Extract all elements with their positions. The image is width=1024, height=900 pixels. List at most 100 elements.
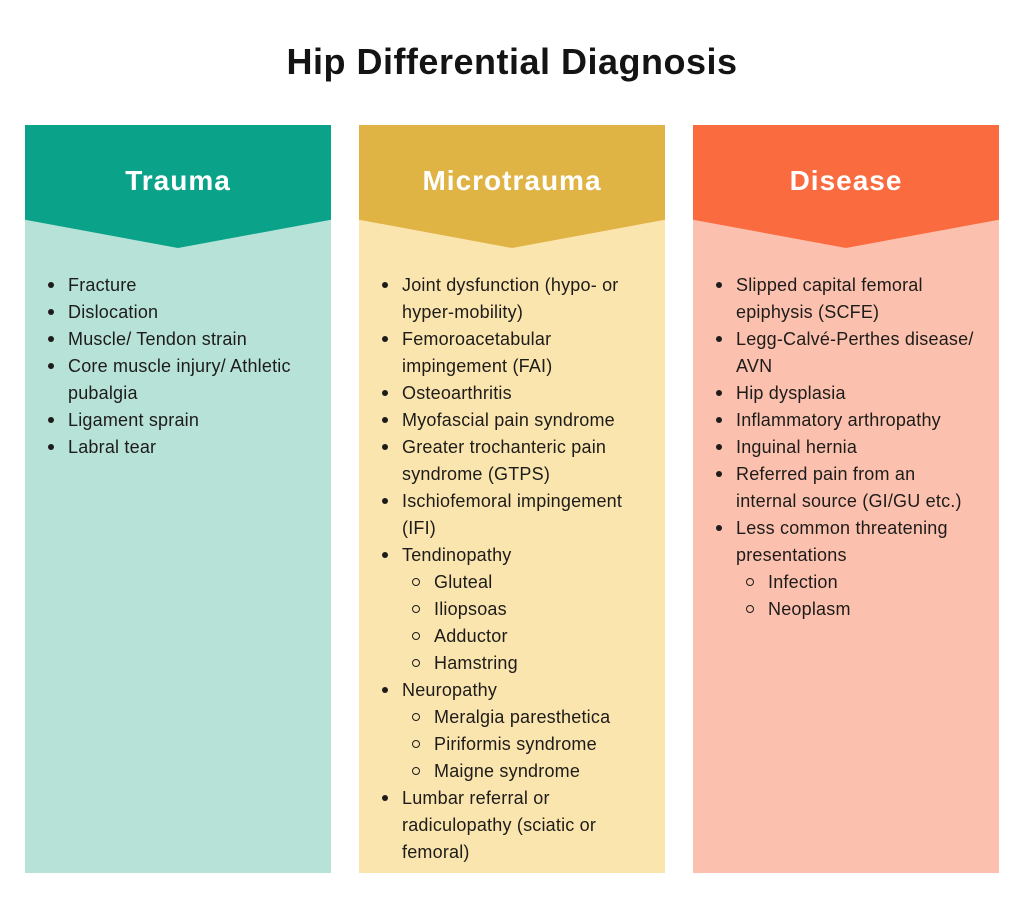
- circle-bullet-icon: [746, 605, 754, 613]
- list-item: Maigne syndrome: [379, 758, 643, 785]
- list-item: Inflammatory arthropathy: [713, 407, 977, 434]
- list-item-text: Muscle/ Tendon strain: [68, 329, 247, 349]
- list-item-text: Femoroacetabular impingement (FAI): [402, 329, 553, 376]
- bullet-icon: [382, 498, 388, 504]
- list-item: Referred pain from an internal source (G…: [713, 461, 977, 515]
- list-item-text: Tendinopathy: [402, 545, 512, 565]
- list-item: Ligament sprain: [45, 407, 309, 434]
- list-item: Less common threatening presentations: [713, 515, 977, 569]
- list-item-text: Gluteal: [434, 572, 493, 592]
- bullet-icon: [48, 417, 54, 423]
- circle-bullet-icon: [412, 767, 420, 775]
- list-item: Greater trochanteric pain syndrome (GTPS…: [379, 434, 643, 488]
- bullet-icon: [48, 336, 54, 342]
- list-item-text: Iliopsoas: [434, 599, 507, 619]
- circle-bullet-icon: [412, 659, 420, 667]
- list-item-text: Dislocation: [68, 302, 159, 322]
- bullet-icon: [716, 390, 722, 396]
- list-item: Osteoarthritis: [379, 380, 643, 407]
- list-item-text: Osteoarthritis: [402, 383, 512, 403]
- bullet-icon: [382, 282, 388, 288]
- list-item-text: Adductor: [434, 626, 508, 646]
- list-item-text: Infection: [768, 572, 838, 592]
- list-item-text: Ischiofemoral impingement (IFI): [402, 491, 623, 538]
- bullet-icon: [382, 795, 388, 801]
- list-item: Gluteal: [379, 569, 643, 596]
- bullet-icon: [716, 336, 722, 342]
- list-item: Labral tear: [45, 434, 309, 461]
- circle-bullet-icon: [412, 605, 420, 613]
- list-item: Femoroacetabular impingement (FAI): [379, 326, 643, 380]
- list-item: Adductor: [379, 623, 643, 650]
- list-item-text: Slipped capital femoral epiphysis (SCFE): [736, 275, 923, 322]
- list-item-text: Core muscle injury/ Athletic pubalgia: [68, 356, 291, 403]
- column-header: Trauma: [25, 125, 331, 248]
- list-item-text: Referred pain from an internal source (G…: [736, 464, 962, 511]
- list-item-text: Less common threatening presentations: [736, 518, 948, 565]
- list-item: Dislocation: [45, 299, 309, 326]
- list-item-text: Labral tear: [68, 437, 157, 457]
- circle-bullet-icon: [412, 632, 420, 640]
- list-item: Hamstring: [379, 650, 643, 677]
- list-item-text: Hamstring: [434, 653, 518, 673]
- column-header: Microtrauma: [359, 125, 665, 248]
- column-header-label: Trauma: [125, 164, 231, 196]
- column-header-label: Disease: [789, 164, 903, 196]
- bullet-icon: [382, 336, 388, 342]
- page-title: Hip Differential Diagnosis: [286, 41, 738, 82]
- list-item: Lumbar referral or radiculopathy (sciati…: [379, 785, 643, 866]
- disease-list: Slipped capital femoral epiphysis (SCFE)…: [713, 272, 977, 623]
- list-item: Fracture: [45, 272, 309, 299]
- bullet-icon: [716, 471, 722, 477]
- list-item-text: Ligament sprain: [68, 410, 200, 430]
- list-item: Neoplasm: [713, 596, 977, 623]
- column-header: Disease: [693, 125, 999, 248]
- list-item-text: Meralgia paresthetica: [434, 707, 611, 727]
- list-item-text: Joint dysfunction (hypo- or hyper-mobili…: [402, 275, 619, 322]
- list-item: Hip dysplasia: [713, 380, 977, 407]
- column-body: Joint dysfunction (hypo- or hyper-mobili…: [359, 125, 665, 873]
- list-item-text: Myofascial pain syndrome: [402, 410, 615, 430]
- column-disease: Disease Slipped capital femoral epiphysi…: [693, 125, 999, 873]
- circle-bullet-icon: [412, 578, 420, 586]
- list-item: Neuropathy: [379, 677, 643, 704]
- list-item: Joint dysfunction (hypo- or hyper-mobili…: [379, 272, 643, 326]
- circle-bullet-icon: [412, 740, 420, 748]
- bullet-icon: [716, 525, 722, 531]
- bullet-icon: [382, 444, 388, 450]
- list-item: Piriformis syndrome: [379, 731, 643, 758]
- column-body: Slipped capital femoral epiphysis (SCFE)…: [693, 125, 999, 873]
- list-item: Muscle/ Tendon strain: [45, 326, 309, 353]
- column-header-label: Microtrauma: [422, 164, 602, 196]
- list-item: Tendinopathy: [379, 542, 643, 569]
- list-item: Inguinal hernia: [713, 434, 977, 461]
- list-item: Legg-Calvé-Perthes disease/ AVN: [713, 326, 977, 380]
- list-item-text: Neuropathy: [402, 680, 498, 700]
- circle-bullet-icon: [746, 578, 754, 586]
- bullet-icon: [382, 417, 388, 423]
- list-item: Ischiofemoral impingement (IFI): [379, 488, 643, 542]
- list-item-text: Lumbar referral or radiculopathy (sciati…: [402, 788, 597, 862]
- circle-bullet-icon: [412, 713, 420, 721]
- list-item: Core muscle injury/ Athletic pubalgia: [45, 353, 309, 407]
- list-item-text: Neoplasm: [768, 599, 851, 619]
- list-item: Meralgia paresthetica: [379, 704, 643, 731]
- bullet-icon: [382, 552, 388, 558]
- list-item: Slipped capital femoral epiphysis (SCFE): [713, 272, 977, 326]
- list-item: Iliopsoas: [379, 596, 643, 623]
- list-item: Myofascial pain syndrome: [379, 407, 643, 434]
- bullet-icon: [716, 417, 722, 423]
- list-item-text: Piriformis syndrome: [434, 734, 597, 754]
- bullet-icon: [382, 390, 388, 396]
- list-item-text: Fracture: [68, 275, 137, 295]
- list-item-text: Inguinal hernia: [736, 437, 858, 457]
- bullet-icon: [716, 444, 722, 450]
- bullet-icon: [716, 282, 722, 288]
- list-item-text: Legg-Calvé-Perthes disease/ AVN: [736, 329, 974, 376]
- list-item-text: Maigne syndrome: [434, 761, 581, 781]
- list-item: Infection: [713, 569, 977, 596]
